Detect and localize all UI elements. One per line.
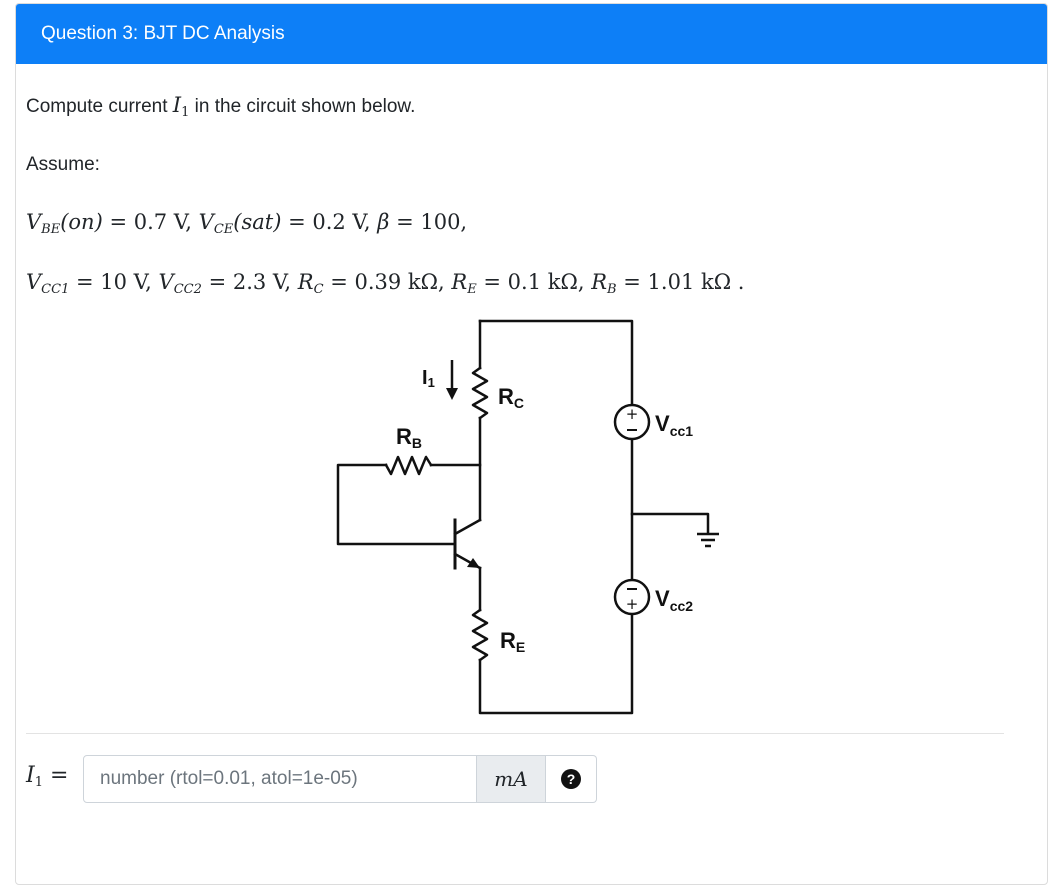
question-card: Question 3: BJT DC Analysis — [15, 3, 1048, 885]
answer-label: I1 = — [26, 763, 69, 790]
rc-label: RC — [498, 384, 524, 411]
emitter-arrow — [467, 558, 480, 568]
rb-label: RB — [396, 424, 422, 451]
vcc2-label: Vcc2 — [655, 586, 693, 614]
vcc1-label: Vcc1 — [655, 411, 693, 439]
re-label: RE — [500, 628, 525, 655]
question-title: Question 3: BJT DC Analysis — [41, 23, 285, 44]
transistor-collector — [453, 518, 482, 536]
i1-label: I1 — [422, 367, 435, 390]
question-circle-icon: ? — [561, 769, 581, 789]
parameters-line-1: VBE(on) = 0.7 V, VCE(sat) = 0.2 V, β = 1… — [26, 210, 468, 237]
rb-resistor — [384, 455, 433, 476]
ground-wire — [630, 512, 710, 534]
answer-divider — [26, 733, 1004, 734]
assume-label: Assume: — [26, 154, 100, 175]
vcc1-source — [613, 403, 651, 441]
bjt-circuit-diagram: + + I1 RC RB RE Vcc1 Vcc2 — [336, 319, 719, 715]
bottom-wire — [478, 612, 634, 715]
top-wire — [478, 319, 634, 407]
ground-icon — [697, 532, 719, 548]
answer-input-group: mA ? — [83, 755, 597, 803]
question-header: Question 3: BJT DC Analysis — [16, 4, 1047, 64]
re-resistor — [471, 608, 489, 662]
vcc2-source — [613, 578, 651, 616]
vcc1-plus-sign: + — [626, 405, 639, 423]
i1-arrow-head — [446, 388, 458, 400]
rb-wire-left — [336, 463, 457, 546]
vcc2-plus-sign: + — [626, 595, 639, 613]
rc-resistor — [471, 366, 489, 420]
unit-addon: mA — [477, 755, 546, 803]
help-button[interactable]: ? — [546, 755, 597, 803]
question-prompt: Compute current I1 in the circuit shown … — [26, 93, 416, 120]
parameters-line-2: VCC1 = 10 V, VCC2 = 2.3 V, RC = 0.39 kΩ,… — [26, 270, 745, 297]
answer-input[interactable] — [83, 755, 477, 803]
